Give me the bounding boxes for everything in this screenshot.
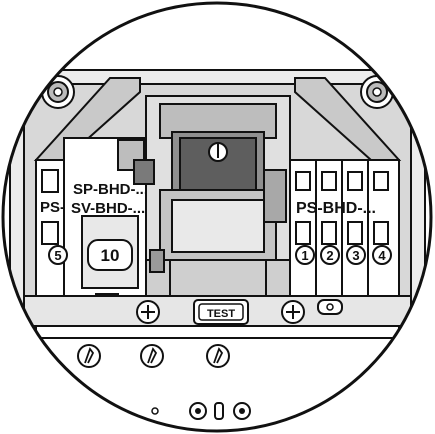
left-module-label-1: SP-BHD-... (73, 181, 148, 198)
cover-screw-2-icon (140, 344, 164, 368)
central-mechanism (145, 95, 291, 297)
connector-slot-icon (214, 402, 224, 420)
connector-port-right-icon[interactable] (233, 402, 251, 420)
right-slot-badge-1: 1 (295, 245, 315, 265)
rail-screw-right-icon (281, 300, 305, 324)
right-module-label: PS-BHD-... (296, 200, 376, 217)
left-module-slot-number: 10 (101, 246, 120, 265)
left-module-label-2: SV-BHD-... (71, 200, 145, 217)
left-edge-module (35, 159, 65, 297)
latch-icon (317, 299, 343, 315)
test-button-label: TEST (207, 308, 235, 320)
right-slot-number-1: 1 (301, 248, 308, 263)
left-edge-slot-badge (48, 245, 68, 265)
indicator-led-icon (151, 407, 159, 415)
test-button[interactable] (193, 299, 249, 325)
right-slot-number-3: 3 (352, 248, 359, 263)
right-slot-badge-4: 4 (372, 245, 392, 265)
left-edge-module-label: PS- (40, 199, 65, 216)
rail-screw-left-icon (136, 300, 160, 324)
right-slot-number-2: 2 (326, 248, 333, 263)
corner-screw-right-icon (360, 75, 394, 109)
cover-screw-1-icon (77, 344, 101, 368)
cover-screw-3-icon (206, 344, 230, 368)
right-slot-badge-3: 3 (346, 245, 366, 265)
right-slot-badge-2: 2 (320, 245, 340, 265)
corner-screw-left-icon (41, 75, 75, 109)
connector-port-left-icon[interactable] (189, 402, 207, 420)
left-edge-slot-number: 5 (54, 248, 61, 263)
right-slot-number-4: 4 (378, 248, 386, 263)
right-module (289, 159, 400, 297)
